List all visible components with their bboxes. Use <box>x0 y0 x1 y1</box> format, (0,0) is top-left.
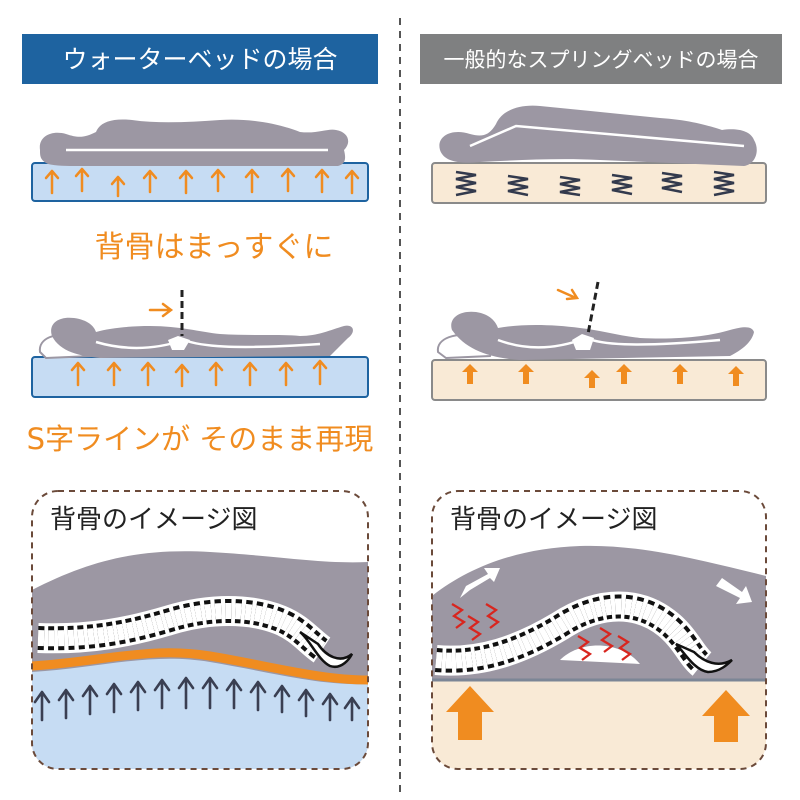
spine-vertebrae <box>435 598 708 671</box>
left-bed-1 <box>31 119 369 202</box>
pain-zigzag-icon <box>451 603 633 661</box>
up-arrow-icon <box>70 359 328 388</box>
left-detail-panel: 背骨のイメージ図 <box>31 490 369 770</box>
pressure-arrow-icon <box>33 676 361 722</box>
pointer-arrow-icon <box>148 302 174 318</box>
right-detail-panel: 背骨のイメージ図 <box>431 490 767 770</box>
left-caption-s-curve: S字ラインが そのまま再現 <box>27 422 374 456</box>
left-header-text: ウォーターベッドの場合 <box>62 45 337 74</box>
left-bed-2 <box>31 290 369 398</box>
left-caption-straight: 背骨はまっすぐに <box>95 230 334 265</box>
right-header: 一般的なスプリングベッドの場合 <box>420 34 782 84</box>
right-header-text: 一般的なスプリングベッドの場合 <box>444 48 759 72</box>
up-arrow-icon <box>44 167 360 198</box>
right-detail-title: 背骨のイメージ図 <box>450 505 657 535</box>
dashed-spine-line-icon <box>586 281 600 335</box>
body-silhouette <box>51 317 353 358</box>
sink-direction-arrow-icon <box>460 568 752 604</box>
left-header: ウォーターベッドの場合 <box>22 34 378 84</box>
up-arrow-icon <box>462 364 744 388</box>
mattress-surface-line <box>32 648 368 685</box>
body-silhouette <box>39 119 349 166</box>
left-detail-title: 背骨のイメージ図 <box>50 505 257 535</box>
right-bed-2 <box>431 281 767 401</box>
spring-coil-icon <box>455 170 735 197</box>
body-silhouette <box>439 105 757 166</box>
pressure-arrow-icon <box>446 686 750 742</box>
pointer-arrow-icon <box>556 288 580 301</box>
right-bed-1 <box>431 105 767 204</box>
body-silhouette <box>451 311 754 360</box>
